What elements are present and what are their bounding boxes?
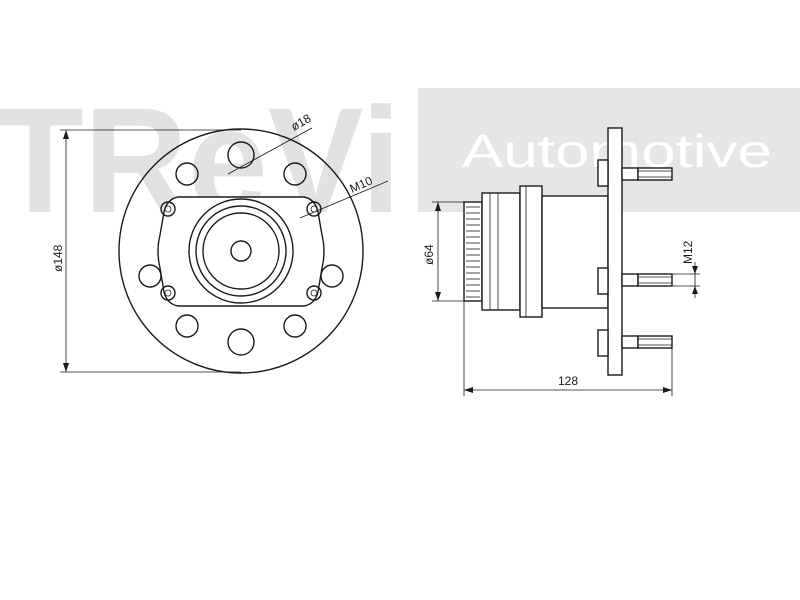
bearing-housing xyxy=(519,185,543,318)
hub-dim-arrow-top xyxy=(435,202,441,211)
stud-thread xyxy=(637,273,673,287)
plate-bolt-hole xyxy=(160,285,176,301)
hub-dim-arrow-bottom xyxy=(435,292,441,301)
overall-width-dimension: 128 xyxy=(558,374,578,388)
m12-dimension: M12 xyxy=(681,240,695,264)
hub-outer-ring xyxy=(188,198,294,304)
stud-shank xyxy=(621,335,639,349)
wheel-studs xyxy=(621,167,673,349)
hub-ring xyxy=(195,205,287,297)
bolt-hole xyxy=(138,264,162,288)
plate-bolt-hole xyxy=(160,201,176,217)
m12-arrow-bottom xyxy=(692,286,698,294)
bolt-hole xyxy=(175,314,199,338)
flange-boss xyxy=(597,159,609,187)
abs-tone-ring xyxy=(463,201,483,302)
hub-neck xyxy=(541,195,609,309)
plate-bolt-inner xyxy=(164,205,172,213)
flange-boss xyxy=(597,329,609,357)
tone-ring-teeth xyxy=(466,206,480,298)
bolt-hole xyxy=(227,141,255,169)
plate-bolt-hole xyxy=(306,285,322,301)
width-arrow-left xyxy=(464,387,473,393)
bolt-holes xyxy=(138,141,344,356)
hub-ring-inner xyxy=(202,212,280,290)
flange-outer-circle xyxy=(118,128,364,374)
hub-diameter-dimension: ø64 xyxy=(422,244,436,265)
stud-thread xyxy=(637,335,673,349)
bolt-hole xyxy=(227,328,255,356)
flange-boss xyxy=(597,267,609,295)
side-view: ø64 M12 128 xyxy=(422,127,700,396)
stud-shank xyxy=(621,167,639,181)
outer-diameter-dimension: ø148 xyxy=(51,244,65,272)
hub-body xyxy=(481,192,521,311)
m12-arrow-top xyxy=(692,266,698,274)
plate-bolt-inner xyxy=(164,289,172,297)
outer-dim-arrow-bottom xyxy=(63,363,69,372)
bolt-hole xyxy=(175,162,199,186)
bolt-hole xyxy=(320,264,344,288)
front-view: ø18 M10 ø148 xyxy=(51,111,389,374)
width-arrow-right xyxy=(663,387,672,393)
plate-bolt-inner xyxy=(310,289,318,297)
hub-center-bore xyxy=(230,240,252,262)
bolt-hole-leader xyxy=(227,127,313,175)
watermark: TReVi Automotive xyxy=(0,76,800,244)
bolt-hole xyxy=(283,162,307,186)
outer-dim-arrow-top xyxy=(63,130,69,139)
stud-thread xyxy=(637,167,673,181)
bolt-hole xyxy=(283,314,307,338)
flange-side xyxy=(607,127,623,376)
m10-leader xyxy=(299,180,389,219)
stud-shank xyxy=(621,273,639,287)
